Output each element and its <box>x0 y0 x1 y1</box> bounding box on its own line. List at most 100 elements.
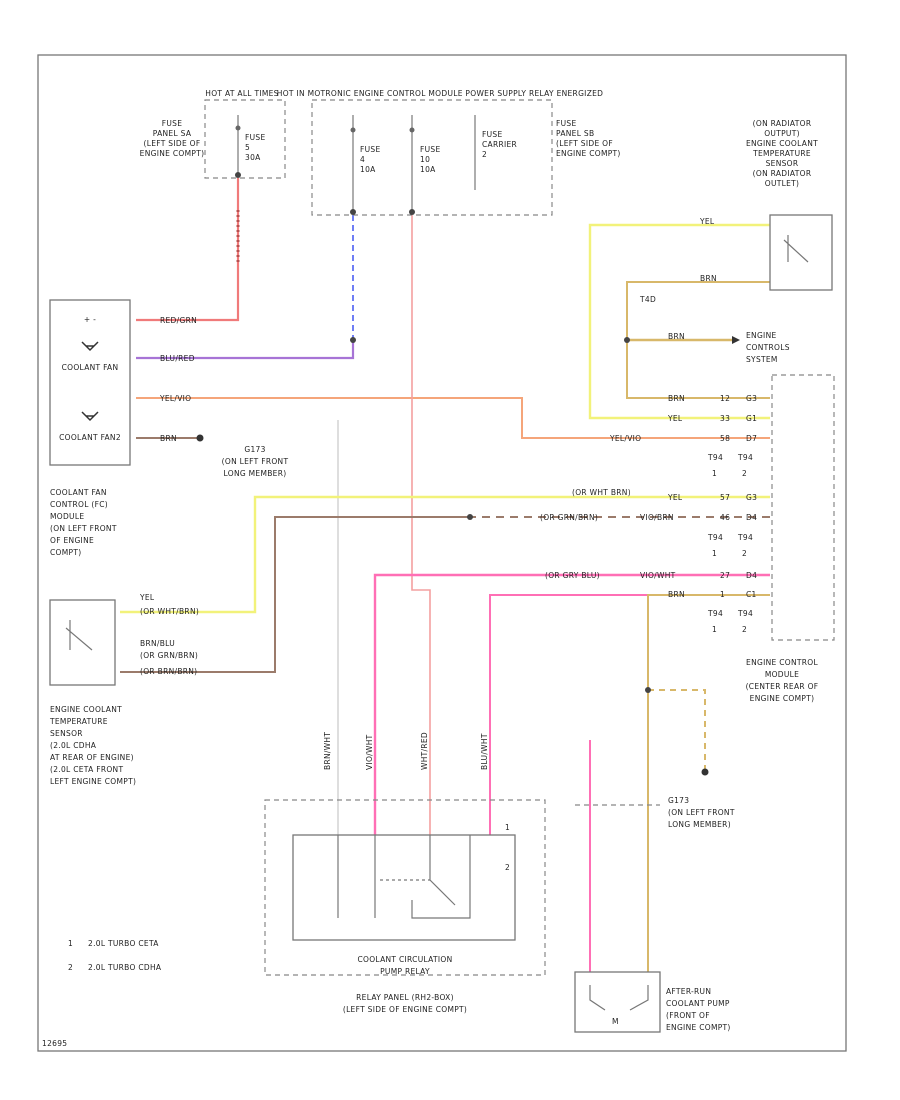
svg-text:D7: D7 <box>746 434 757 443</box>
wire-label-pink-2: BLU/WHT <box>480 733 489 770</box>
svg-text:T94: T94 <box>707 533 723 542</box>
svg-text:5: 5 <box>245 143 250 152</box>
svg-text:27: 27 <box>720 571 730 580</box>
pump-m-icon: M <box>612 1017 619 1026</box>
wire-label-pink-1: VIO/WHT <box>365 734 374 770</box>
wire-label-yel-vio: YEL/VIO <box>159 394 191 403</box>
relay-panel-label: RELAY PANEL (RH2-BOX) (LEFT SIDE OF ENGI… <box>343 993 467 1014</box>
svg-text:COOLANT CIRCULATION: COOLANT CIRCULATION <box>357 955 452 964</box>
ecm-pin-labels: BRN YEL YEL/VIO 12 33 58 G3 G1 D7 T94 T9… <box>540 394 757 634</box>
svg-text:ENGINE COMPT): ENGINE COMPT) <box>140 149 205 158</box>
wire-label-brn-ecs: BRN <box>668 332 685 341</box>
svg-text:(FRONT OF: (FRONT OF <box>666 1011 710 1020</box>
svg-text:COOLANT PUMP: COOLANT PUMP <box>666 999 730 1008</box>
after-run-pump-box <box>574 971 661 1033</box>
radiator-sensor-label: (ON RADIATOR OUTPUT) ENGINE COOLANT TEMP… <box>746 119 818 188</box>
svg-text:(ON LEFT FRONT: (ON LEFT FRONT <box>50 524 117 533</box>
svg-text:T94: T94 <box>707 453 723 462</box>
wire-label-brn-fan: BRN <box>160 434 177 443</box>
svg-text:57: 57 <box>720 493 730 502</box>
svg-text:(ON LEFT FRONT: (ON LEFT FRONT <box>222 457 289 466</box>
svg-text:(2.0L CDHA: (2.0L CDHA <box>50 741 97 750</box>
fan-box-top: + - <box>84 315 96 324</box>
svg-text:2: 2 <box>482 150 487 159</box>
svg-text:YEL: YEL <box>667 493 683 502</box>
svg-text:12: 12 <box>720 394 730 403</box>
svg-text:2.0L TURBO CDHA: 2.0L TURBO CDHA <box>88 963 162 972</box>
svg-text:(ON RADIATOR: (ON RADIATOR <box>753 169 812 178</box>
svg-text:(OR GRN/BRN): (OR GRN/BRN) <box>540 513 598 522</box>
hot-at-all-times: HOT AT ALL TIMES <box>205 89 278 98</box>
svg-text:(ON LEFT FRONT: (ON LEFT FRONT <box>668 808 735 817</box>
svg-text:ENGINE COOLANT: ENGINE COOLANT <box>50 705 122 714</box>
svg-text:ENGINE COMPT): ENGINE COMPT) <box>750 694 815 703</box>
svg-text:BRN: BRN <box>668 590 685 599</box>
svg-text:YEL: YEL <box>667 414 683 423</box>
wire-label-wht-red-2: WHT/RED <box>420 732 429 770</box>
coolant-fan-module-label: COOLANT FAN CONTROL (FC) MODULE (ON LEFT… <box>50 488 117 557</box>
svg-text:OUTLET): OUTLET) <box>765 179 800 188</box>
svg-text:10A: 10A <box>420 165 436 174</box>
svg-text:C1: C1 <box>746 590 757 599</box>
wire-vio <box>136 340 355 360</box>
svg-text:G173: G173 <box>668 796 689 805</box>
svg-text:PANEL SA: PANEL SA <box>153 129 192 138</box>
fuse-carrier-label: FUSE CARRIER 2 <box>482 130 517 159</box>
svg-text:BRN: BRN <box>668 394 685 403</box>
wire-label-wht-red-1: BRN/WHT <box>323 732 332 770</box>
arrow-ecs <box>732 336 740 344</box>
svg-text:(OR GRY BLU): (OR GRY BLU) <box>545 571 600 580</box>
svg-text:(ON RADIATOR: (ON RADIATOR <box>753 119 812 128</box>
svg-text:(LEFT SIDE OF ENGINE COMPT): (LEFT SIDE OF ENGINE COMPT) <box>343 1005 467 1014</box>
wire-label-red-grn: RED/GRN <box>160 316 197 325</box>
svg-text:D4: D4 <box>746 571 757 580</box>
svg-text:FUSE: FUSE <box>482 130 503 139</box>
svg-text:ENGINE: ENGINE <box>746 331 777 340</box>
svg-text:T94: T94 <box>737 533 753 542</box>
svg-text:1: 1 <box>720 590 725 599</box>
svg-text:ENGINE CONTROL: ENGINE CONTROL <box>746 658 818 667</box>
wire-brn-sensor-2 <box>120 516 470 673</box>
svg-text:LONG MEMBER): LONG MEMBER) <box>224 469 287 478</box>
coolant-fan2-icon <box>81 411 99 422</box>
engine-temp-sensor-label: ENGINE COOLANT TEMPERATURE SENSOR (2.0L … <box>49 705 136 786</box>
svg-text:CONTROL (FC): CONTROL (FC) <box>50 500 108 509</box>
wire-label-grn-brn: (OR GRN/BRN) <box>140 651 198 660</box>
svg-text:ENGINE COMPT): ENGINE COMPT) <box>666 1023 731 1032</box>
radiator-sensor-box <box>769 214 833 291</box>
svg-text:30A: 30A <box>245 153 261 162</box>
wire-wht-red <box>411 215 431 835</box>
svg-text:2: 2 <box>742 549 747 558</box>
wire-tan-ground <box>648 689 706 770</box>
wire-label-blu-red: BLU/RED <box>160 354 195 363</box>
svg-text:TEMPERATURE: TEMPERATURE <box>49 717 108 726</box>
svg-text:LEFT ENGINE COMPT): LEFT ENGINE COMPT) <box>50 777 136 786</box>
svg-text:33: 33 <box>720 414 730 423</box>
wire-red-grn <box>136 178 240 322</box>
page-id: 12695 <box>42 1039 67 1048</box>
svg-text:PUMP RELAY: PUMP RELAY <box>380 967 430 976</box>
svg-text:(LEFT SIDE OF: (LEFT SIDE OF <box>556 139 613 148</box>
svg-text:AT REAR OF ENGINE): AT REAR OF ENGINE) <box>50 753 134 762</box>
relay-pin-2: 2 <box>505 863 510 872</box>
fuse-10-label: FUSE 10 10A <box>420 145 440 174</box>
svg-text:2: 2 <box>68 963 73 972</box>
svg-text:RELAY PANEL (RH2-BOX): RELAY PANEL (RH2-BOX) <box>356 993 454 1002</box>
coolant-fan-icon <box>81 341 99 352</box>
svg-text:T94: T94 <box>707 609 723 618</box>
fuse-5-label: FUSE 5 30A <box>245 133 265 162</box>
svg-text:2: 2 <box>742 469 747 478</box>
svg-text:CARRIER: CARRIER <box>482 140 517 149</box>
svg-text:SENSOR: SENSOR <box>50 729 83 738</box>
svg-text:OUTPUT): OUTPUT) <box>764 129 800 138</box>
wire-yel-vio <box>136 397 770 439</box>
wire-tan-pump <box>647 594 770 972</box>
svg-text:FUSE: FUSE <box>162 119 183 128</box>
svg-text:SENSOR: SENSOR <box>766 159 799 168</box>
svg-text:58: 58 <box>720 434 730 443</box>
wire-label-brn-brn: (OR BRN/BRN) <box>140 667 197 676</box>
svg-text:10A: 10A <box>360 165 376 174</box>
svg-text:PANEL SB: PANEL SB <box>556 129 594 138</box>
svg-text:OF ENGINE: OF ENGINE <box>50 536 94 545</box>
svg-text:4: 4 <box>360 155 365 164</box>
